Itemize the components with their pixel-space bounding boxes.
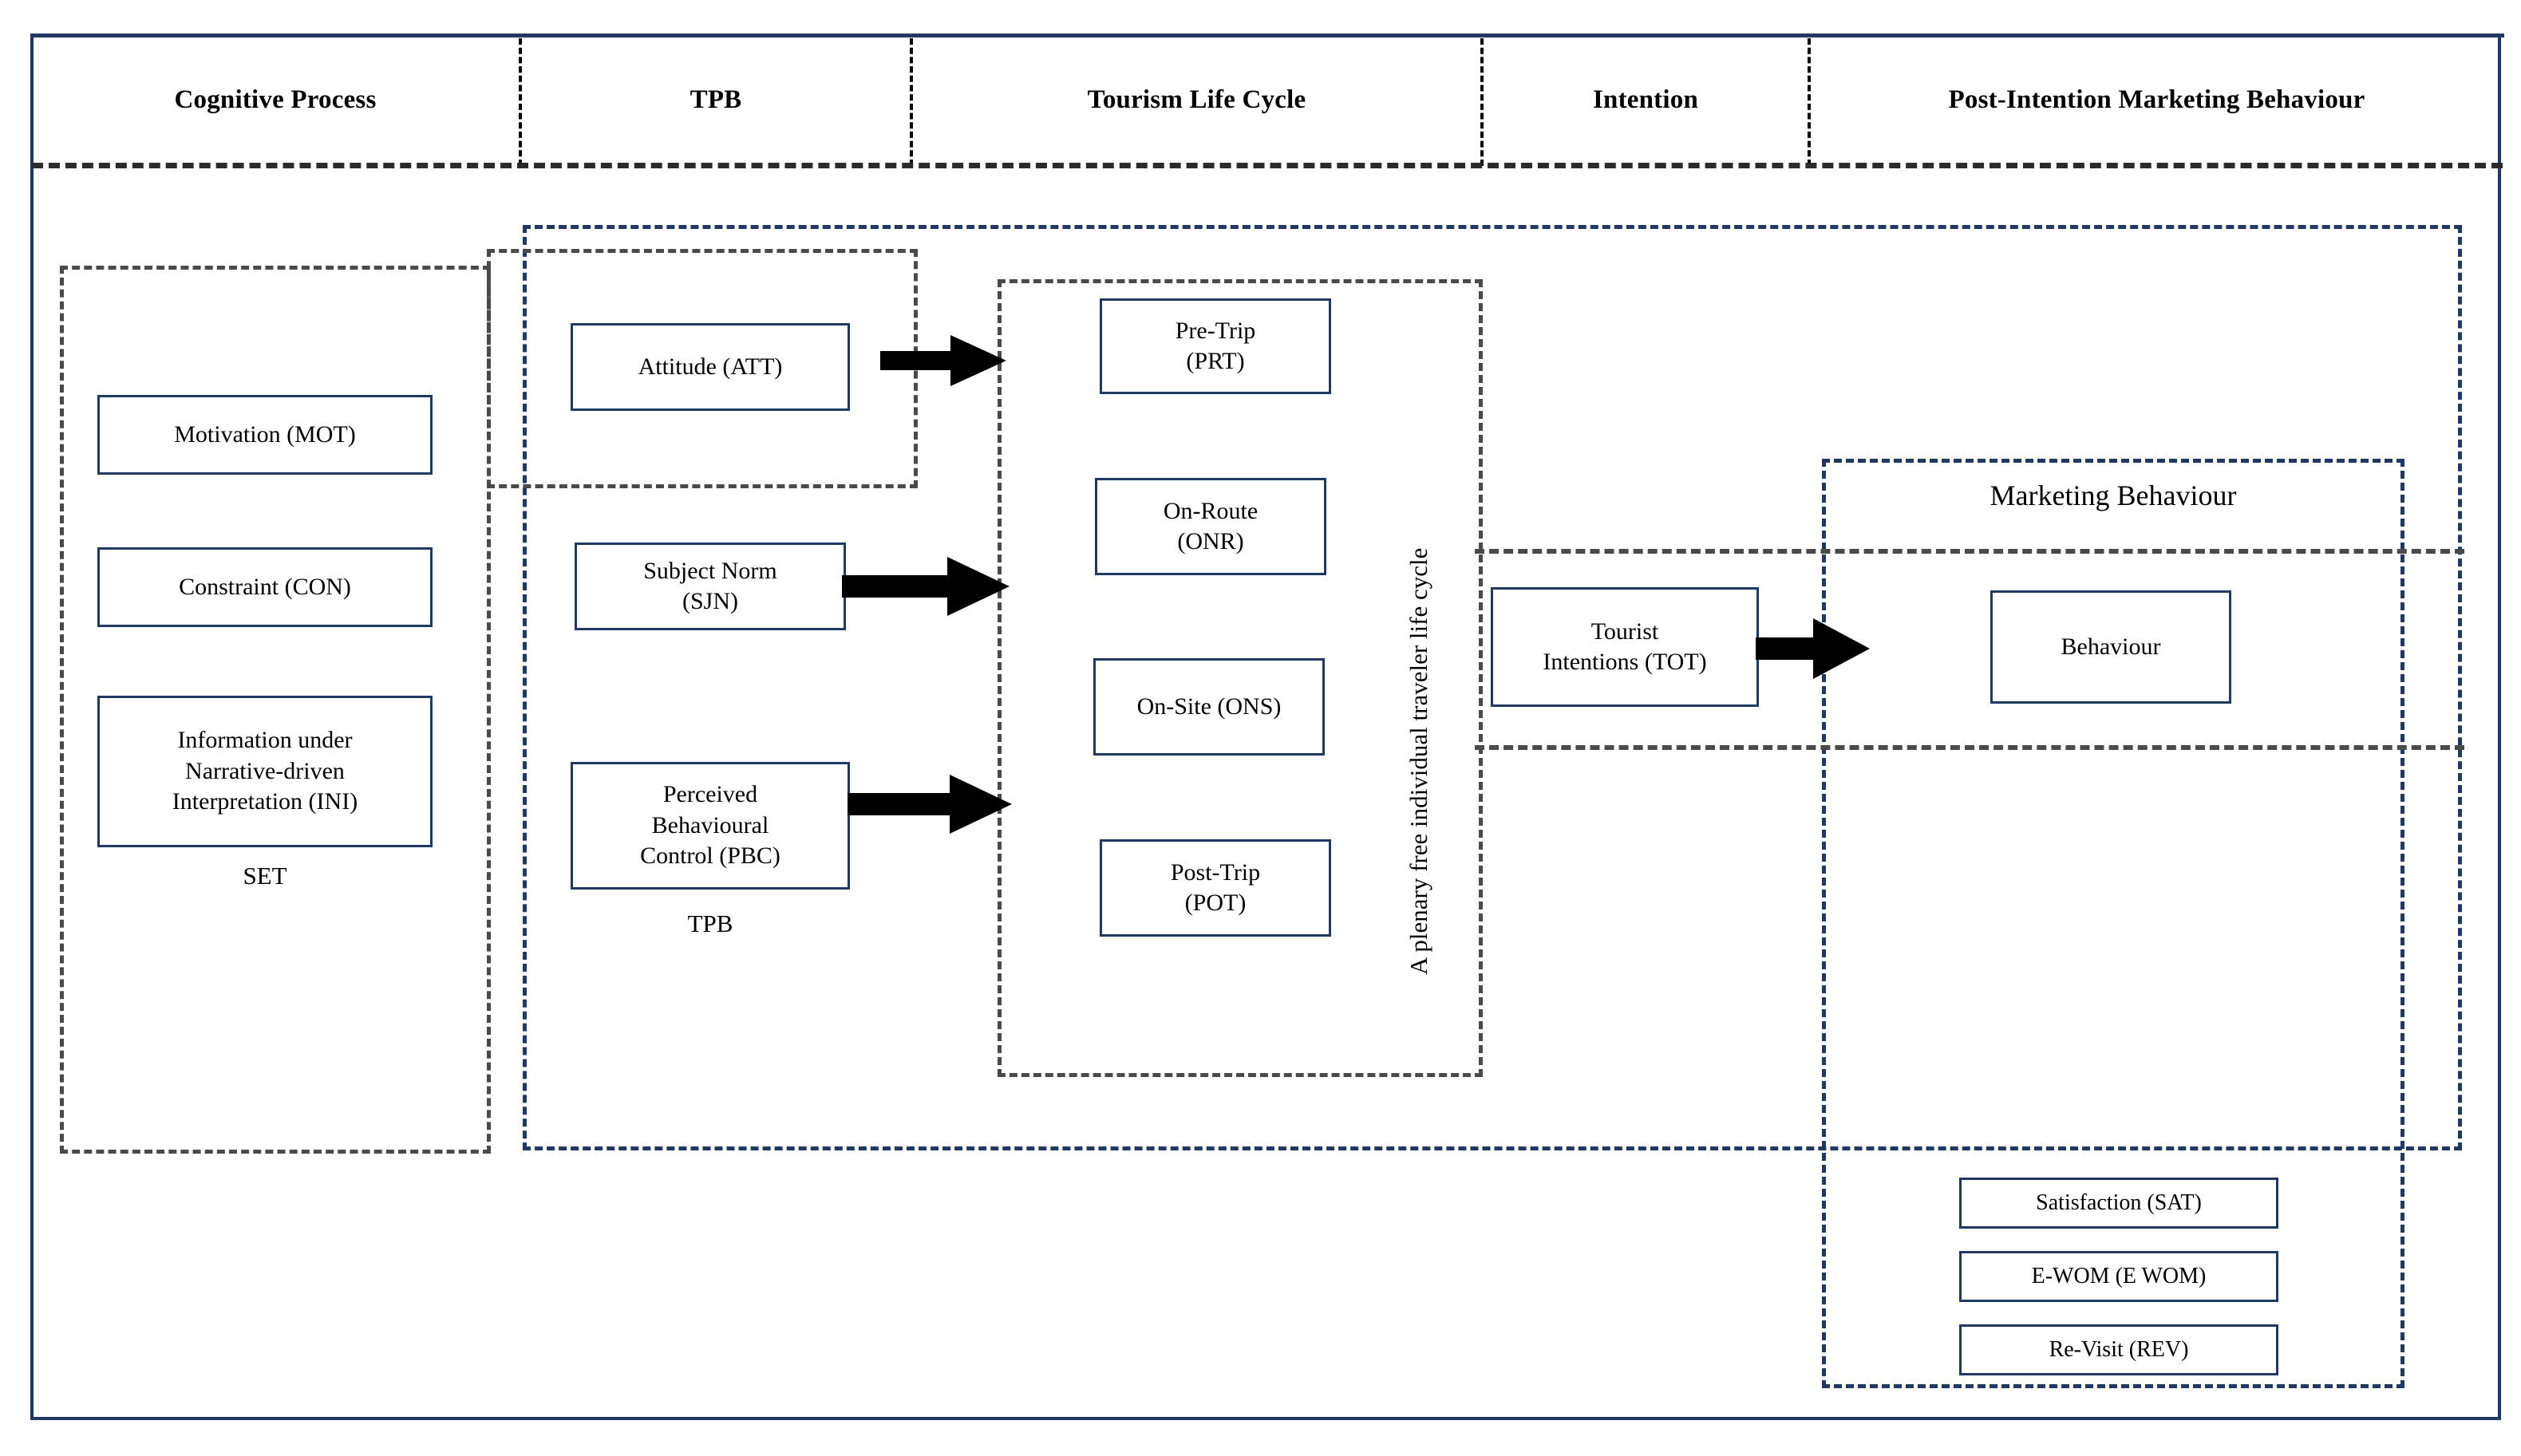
- column-header-label: Post-Intention Marketing Behaviour: [1948, 85, 2365, 114]
- header-top-rule: [30, 34, 2504, 37]
- node-label: Subject Norm (SJN): [643, 557, 777, 614]
- marketing-behaviour-label: Marketing Behaviour: [1822, 479, 2404, 512]
- node-attitude[interactable]: Attitude (ATT): [571, 323, 850, 411]
- set-label: SET: [97, 862, 433, 890]
- header-divider-1: [519, 38, 522, 166]
- header-divider-2: [910, 38, 913, 166]
- column-header-band: Cognitive Process TPB Tourism Life Cycle…: [32, 35, 2503, 166]
- header-divider-3: [1480, 38, 1484, 166]
- arrow-pbc-to-lifecycle: [848, 770, 1014, 838]
- header-baseline: [32, 163, 2503, 168]
- column-header-label: Tourism Life Cycle: [1087, 85, 1306, 114]
- tpb-label-text: TPB: [687, 910, 733, 937]
- set-label-text: SET: [243, 862, 287, 890]
- node-post-trip[interactable]: Post-Trip (POT): [1100, 839, 1331, 937]
- node-subject-norm[interactable]: Subject Norm (SJN): [575, 543, 846, 630]
- node-label: Tourist Intentions (TOT): [1543, 618, 1707, 675]
- intention-upper-rule: [1475, 549, 2464, 554]
- lifecycle-group-box: [998, 279, 1483, 1077]
- arrow-attitude-to-lifecycle: [880, 329, 1008, 393]
- set-group-box: [60, 266, 491, 1154]
- column-header-tourism-life-cycle: Tourism Life Cycle: [913, 35, 1480, 164]
- node-behaviour[interactable]: Behaviour: [1990, 590, 2231, 704]
- node-label: Satisfaction (SAT): [2036, 1190, 2202, 1216]
- node-label: Re-Visit (REV): [2049, 1337, 2189, 1363]
- node-on-site[interactable]: On-Site (ONS): [1093, 658, 1325, 756]
- marketing-behaviour-label-text: Marketing Behaviour: [1990, 479, 2237, 511]
- tpb-lifecycle-band: [523, 225, 2462, 1150]
- node-revisit[interactable]: Re-Visit (REV): [1959, 1324, 2278, 1375]
- intention-lower-rule: [1475, 745, 2464, 750]
- node-constraint[interactable]: Constraint (CON): [97, 547, 433, 627]
- node-information-narrative-interpretation[interactable]: Information under Narrative-driven Inter…: [97, 696, 433, 847]
- node-label: Post-Trip (POT): [1170, 858, 1261, 916]
- node-perceived-behavioural-control[interactable]: Perceived Behavioural Control (PBC): [571, 762, 850, 890]
- node-on-route[interactable]: On-Route (ONR): [1095, 478, 1326, 575]
- node-label: Attitude (ATT): [638, 353, 783, 380]
- node-label: Motivation (MOT): [174, 420, 356, 448]
- node-label: Pre-Trip (PRT): [1175, 317, 1256, 374]
- column-header-post-intention-marketing-behaviour: Post-Intention Marketing Behaviour: [1811, 35, 2503, 164]
- header-divider-4: [1808, 38, 1811, 166]
- column-header-tpb: TPB: [522, 35, 910, 164]
- node-label: On-Route (ONR): [1163, 497, 1259, 554]
- lifecycle-vertical-label-text: A plenary free individual traveler life …: [1405, 547, 1432, 975]
- arrow-intention-to-behaviour: [1756, 614, 1871, 683]
- node-ewom[interactable]: E-WOM (E WOM): [1959, 1251, 2278, 1302]
- lifecycle-vertical-label: A plenary free individual traveler life …: [1405, 548, 1433, 975]
- column-header-label: TPB: [690, 85, 742, 114]
- node-pre-trip[interactable]: Pre-Trip (PRT): [1100, 298, 1331, 394]
- node-label: On-Site (ONS): [1136, 692, 1282, 720]
- column-header-label: Cognitive Process: [174, 85, 377, 114]
- node-label: Constraint (CON): [179, 573, 351, 600]
- node-label: Behaviour: [2061, 633, 2161, 660]
- node-label: E-WOM (E WOM): [2031, 1264, 2207, 1289]
- node-tourist-intentions[interactable]: Tourist Intentions (TOT): [1491, 587, 1759, 707]
- marketing-behaviour-group-box: [1822, 459, 2404, 1388]
- column-header-cognitive-process: Cognitive Process: [32, 35, 519, 164]
- node-satisfaction[interactable]: Satisfaction (SAT): [1959, 1178, 2278, 1229]
- column-header-intention: Intention: [1484, 35, 1808, 164]
- tpb-label: TPB: [571, 910, 850, 938]
- node-label: Information under Narrative-driven Inter…: [172, 727, 358, 815]
- arrow-subject-norm-to-lifecycle: [842, 552, 1011, 621]
- node-motivation[interactable]: Motivation (MOT): [97, 395, 433, 475]
- column-header-label: Intention: [1593, 85, 1698, 114]
- node-label: Perceived Behavioural Control (PBC): [640, 781, 780, 870]
